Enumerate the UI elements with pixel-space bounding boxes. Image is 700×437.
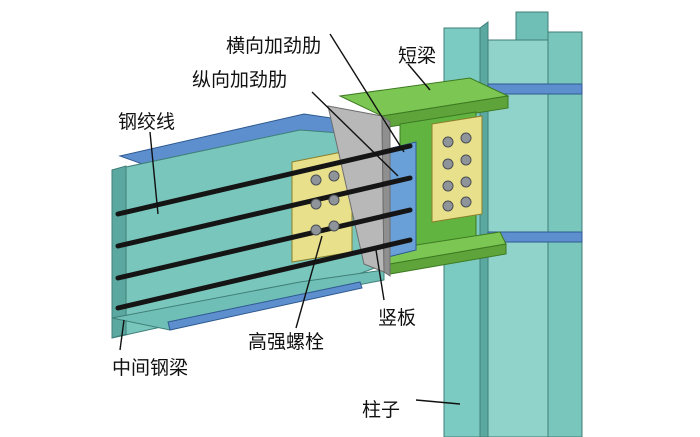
leader-column <box>415 399 461 405</box>
strand-1 <box>115 143 413 217</box>
bolt <box>460 176 472 188</box>
label-column: 柱子 <box>362 399 400 421</box>
bolt <box>310 174 322 186</box>
leader-longitudinal-stiffener <box>311 91 399 177</box>
label-hs-bolt: 高强螺栓 <box>248 331 324 353</box>
leader-transverse-stiffener <box>329 33 405 153</box>
label-vertical-plate: 竖板 <box>378 307 416 329</box>
middle-beam-side <box>111 165 127 339</box>
leader-strand <box>149 131 159 215</box>
strand-2 <box>115 175 413 249</box>
label-middle-beam: 中间钢梁 <box>112 357 188 379</box>
leader-hs-bolt <box>295 235 323 329</box>
bolt <box>442 136 454 148</box>
short-beam-splice-plate <box>431 115 483 223</box>
label-longitudinal-stiffener: 纵向加劲肋 <box>192 69 287 91</box>
leader-vertical-plate <box>375 249 385 301</box>
vertical-plate-edge <box>381 114 391 277</box>
strand-4 <box>115 237 413 311</box>
label-strand: 钢绞线 <box>118 111 175 133</box>
bolts-short-beam <box>442 132 472 212</box>
bolts-middle-beam <box>310 170 340 236</box>
bolt <box>460 196 472 208</box>
bolt <box>310 224 322 236</box>
column-stiffener-top <box>487 83 583 95</box>
bolt <box>460 132 472 144</box>
bolt <box>328 220 340 232</box>
leader-short-beam <box>407 63 431 91</box>
bolt <box>328 170 340 182</box>
short-beam <box>338 77 510 275</box>
strand-3 <box>115 207 413 281</box>
leader-lines <box>119 33 461 405</box>
leader-middle-beam <box>119 319 125 351</box>
strands <box>115 143 413 311</box>
bolt <box>442 158 454 170</box>
labels: 横向加劲肋 短梁 纵向加劲肋 钢绞线 竖板 高强螺栓 中间钢梁 柱子 <box>112 35 436 421</box>
bolt <box>310 198 322 210</box>
bolt <box>328 194 340 206</box>
bolt <box>442 200 454 212</box>
bolt <box>460 154 472 166</box>
bolt <box>442 180 454 192</box>
label-short-beam: 短梁 <box>398 45 436 67</box>
middle-beam-bottom-flange-blue <box>167 281 363 331</box>
label-transverse-stiffener: 横向加劲肋 <box>226 35 321 57</box>
